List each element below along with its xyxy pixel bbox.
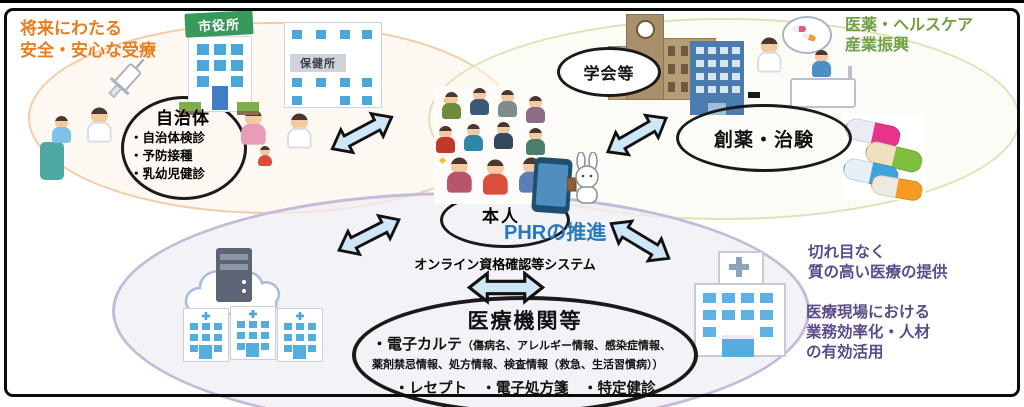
arrow-person-medical-right-icon: [609, 219, 671, 263]
clock-icon: [636, 20, 655, 39]
health-center-windows: [292, 30, 302, 39]
university-windows: [668, 46, 675, 56]
rabbit-mascot-icon: [567, 152, 599, 204]
ehr-description: ・電子カルテ（傷病名、アレルギー情報、感染症情報、薬剤禁忌情報、処方情報、検査情…: [372, 334, 678, 373]
city-hall-door: [212, 86, 228, 110]
doctor-person-icon: [87, 107, 113, 147]
nurse-person-icon: [287, 113, 313, 153]
medical-institutions-label: 医療機関等: [467, 310, 583, 333]
municipality-label-block: 自治体 ・自治体検診 ・予防接種 ・乳幼児健診: [130, 104, 236, 183]
hospital-windows: [284, 323, 292, 330]
mother-baby-illustration: [228, 106, 332, 194]
baby-person-icon: [256, 146, 276, 176]
hospital-small-building: [183, 308, 229, 362]
hospital-door: [199, 345, 212, 359]
server-leds: [242, 280, 246, 284]
pharma-label: 創薬・治験: [713, 129, 814, 151]
municipality-bullet-2: ・予防接種: [130, 149, 193, 164]
medical-cross-icon: [202, 312, 210, 320]
person-icon: [436, 126, 456, 156]
arrow-municipal-person-icon: [330, 111, 394, 155]
person-icon: [526, 128, 546, 158]
server-slots: [220, 254, 248, 260]
hospital-windows: [703, 293, 716, 303]
goal-text-efficiency: 医療現場における 業務効率化・人材 の有効活用: [806, 304, 931, 361]
hedge-icon: [237, 102, 259, 115]
ehr-title: ・電子カルテ: [372, 336, 463, 353]
municipality-oval: [121, 96, 247, 200]
office-windows: [696, 47, 704, 54]
person-icon: [442, 92, 462, 122]
goal-text-seamless-care: 切れ目なく 質の高い医療の提供: [808, 244, 948, 281]
arrow-person-pharma-icon: [605, 113, 669, 157]
capsule-icon: [869, 173, 925, 203]
connector-dash: [748, 92, 760, 98]
hospital-door: [246, 343, 259, 357]
doctor-person-icon: [757, 37, 783, 77]
medical-institutions-oval: 医療機関等 ・電子カルテ（傷病名、アレルギー情報、感染症情報、薬剤禁忌情報、処方…: [352, 296, 698, 407]
goal-text-industry: 医薬・ヘルスケア 産業振興: [845, 17, 974, 55]
hospital-door: [722, 335, 754, 357]
person-icon: [470, 88, 490, 118]
person-label: 本人: [482, 207, 520, 226]
medical-cross-icon: [296, 312, 304, 320]
chair-icon: [40, 142, 64, 180]
municipality-label: 自治体: [156, 109, 210, 128]
city-hall-building: 市役所: [179, 10, 259, 115]
person-icon: [498, 90, 518, 120]
hospital-windows: [237, 321, 245, 328]
smartphone-screen: [535, 163, 569, 207]
doctor-child-illustration: [38, 100, 134, 186]
pharma-oval: 創薬・治験: [676, 104, 852, 172]
patient-person-icon: [812, 50, 832, 80]
academia-oval: 学会等: [557, 47, 661, 97]
sparkle-icon: [438, 156, 447, 165]
municipality-bullet-3: ・乳幼児健診: [130, 167, 206, 182]
person-icon: [483, 159, 509, 199]
city-hall-windows: [197, 44, 209, 55]
online-system-label: オンライン資格確認等システム: [414, 257, 596, 272]
goal-text-safe-care: 将来にわたる 安全・安心な受療: [20, 19, 156, 60]
doctor-patient-illustration: [756, 16, 856, 112]
top-border-line: [0, 0, 1024, 3]
capsules-illustration: [841, 114, 925, 203]
syringe-icon: [108, 58, 145, 99]
office-building: [690, 41, 744, 115]
person-icon: [494, 122, 514, 152]
person-icon: [464, 124, 484, 154]
hospital-windows: [190, 323, 198, 330]
hospital-small-building: [277, 308, 323, 362]
city-hall-sign: 市役所: [184, 10, 254, 38]
child-person-icon: [52, 116, 72, 146]
pill-icon: [792, 26, 806, 32]
mother-person-icon: [241, 109, 267, 149]
academia-label: 学会等: [583, 66, 635, 83]
hospital-door: [293, 345, 306, 359]
health-center-building: 保健所: [284, 22, 382, 108]
cloud-server-icon: [178, 248, 290, 318]
medical-cross-icon: [249, 310, 257, 318]
bed-icon: [790, 78, 856, 108]
ehr-detail: （傷病名、アレルギー情報、感染症情報、薬剤禁忌情報、処方情報、検査情報（救急、生…: [372, 340, 672, 371]
medical-cross-icon: [729, 264, 749, 270]
hospital-large-building: [694, 251, 786, 365]
arrow-person-medical-left-icon: [337, 213, 401, 257]
hospital-small-building: [230, 306, 276, 360]
arrow-online-system-icon: [466, 270, 546, 305]
health-center-sign: 保健所: [290, 54, 346, 72]
hedge-icon: [179, 102, 201, 115]
person-icon: [447, 157, 473, 197]
person-icon: [526, 96, 546, 126]
municipality-bullet-1: ・自治体検診: [130, 131, 206, 145]
phr-promotion-label: PHRの推進: [504, 222, 607, 244]
medical-items-line: ・レセプト ・電子処方箋 ・特定健診: [394, 381, 656, 397]
